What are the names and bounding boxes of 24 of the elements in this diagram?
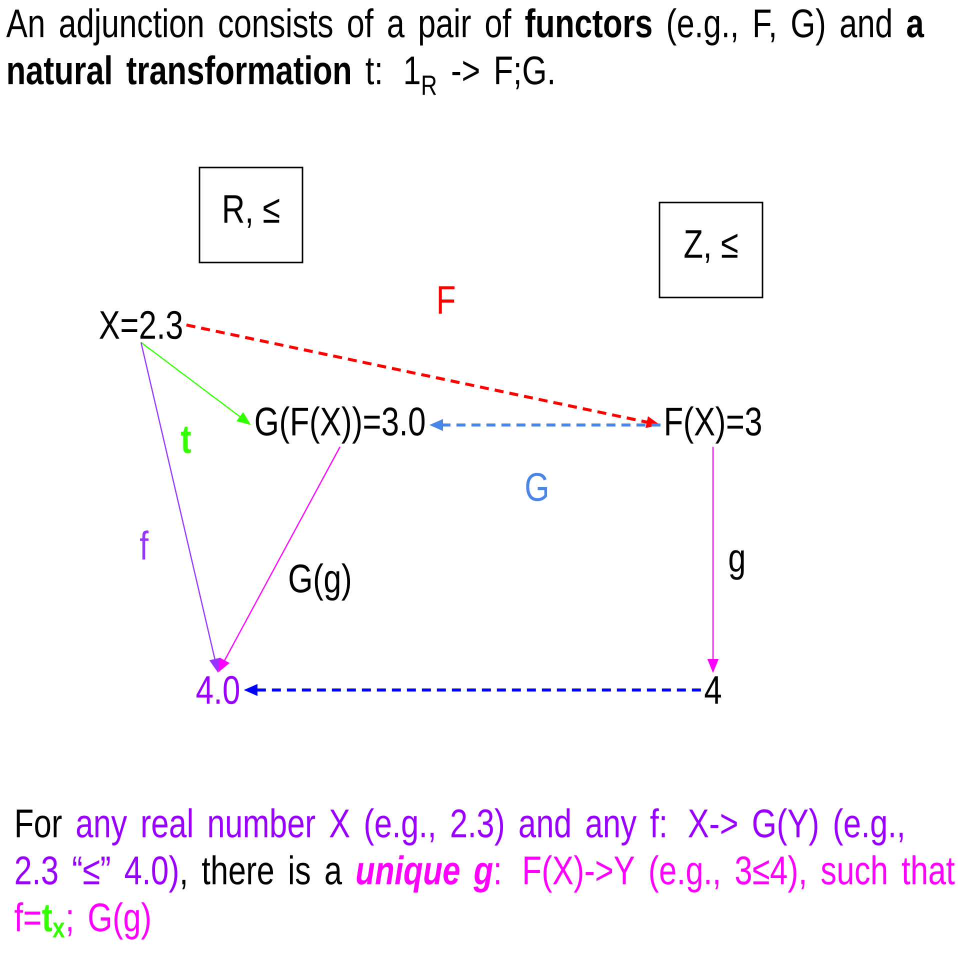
expression-label: X=2.3 [99, 310, 182, 340]
expression-label: G(F(X))=3.0 [256, 406, 425, 444]
expression-label: F(X)=3 [666, 406, 761, 444]
label: For [16, 810, 62, 838]
label: , there is a [182, 855, 342, 890]
label: unique g [356, 855, 493, 892]
label: 2.3 “≤” 4.0) [16, 855, 178, 892]
edge-label: f [138, 530, 150, 560]
label: any real number X (e.g., 2.3) and any f: X-> G(Y) (e.g., [76, 808, 903, 846]
expression-label: 4 [704, 676, 721, 704]
edge-label: G [524, 472, 550, 502]
expression-label: 4.0 [196, 676, 239, 704]
set-box: R, ≤ [198, 166, 304, 264]
edge-label: t [180, 426, 192, 454]
explanation-text: For any real number X (e.g., 2.3) and any f: X-> G(Y) (e.g., 2.3 “≤” 4.0), there is a unique g: F(X)->Y (e.g., 3≤4), such that f=t$_{x}$; G(g) [14, 808, 955, 940]
label: t$_{x}$ [42, 905, 65, 938]
title: An adjunction consists of a pair of functors (e.g., F, G) and a natural transformation t: 1$_{R}$ -> F;G. [6, 8, 924, 95]
set-box: Z, ≤ [658, 202, 764, 298]
label: f= [14, 902, 40, 932]
edge-label: G(g) [287, 562, 353, 602]
label: : F(X)->Y (e.g., 3≤4), such that [496, 855, 955, 892]
edge-label: g [727, 549, 747, 581]
edge-label: F [435, 285, 457, 315]
label: ; G(g) [68, 902, 150, 940]
